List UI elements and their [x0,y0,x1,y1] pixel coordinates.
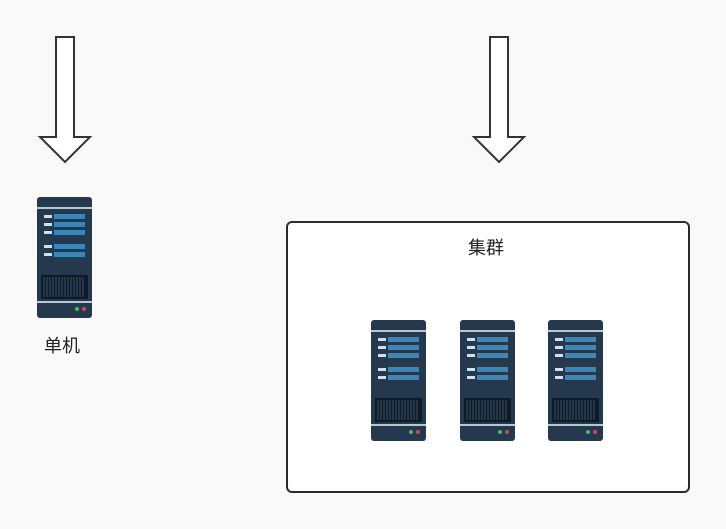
down-arrow-cluster [471,36,527,164]
standalone-label: 单机 [44,336,80,357]
server-icon [548,320,603,441]
server-icon [460,320,515,441]
cluster-label: 集群 [468,238,504,259]
down-arrow-standalone [37,36,93,164]
server-icon [37,197,92,318]
server-icon [371,320,426,441]
